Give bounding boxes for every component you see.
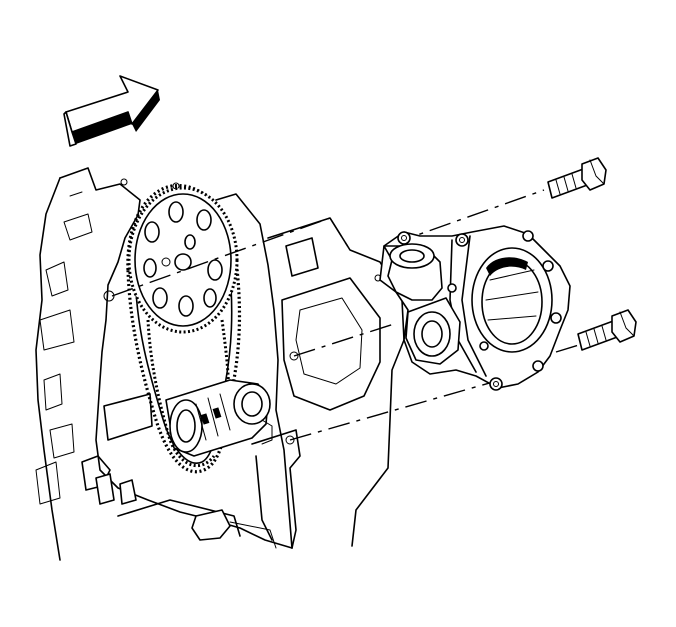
oil-pump — [379, 225, 571, 391]
camshaft-sprocket — [127, 186, 239, 334]
alignment-line — [111, 189, 583, 441]
oil-pump-bolt-lower — [577, 309, 637, 351]
oil-pump-bolt — [547, 157, 637, 351]
direction-arrow — [63, 75, 160, 147]
front-cover-plate — [215, 193, 405, 549]
engine-block — [35, 167, 301, 561]
crankshaft-sprocket — [165, 379, 273, 457]
oil-pump-bolt-upper — [547, 157, 607, 199]
